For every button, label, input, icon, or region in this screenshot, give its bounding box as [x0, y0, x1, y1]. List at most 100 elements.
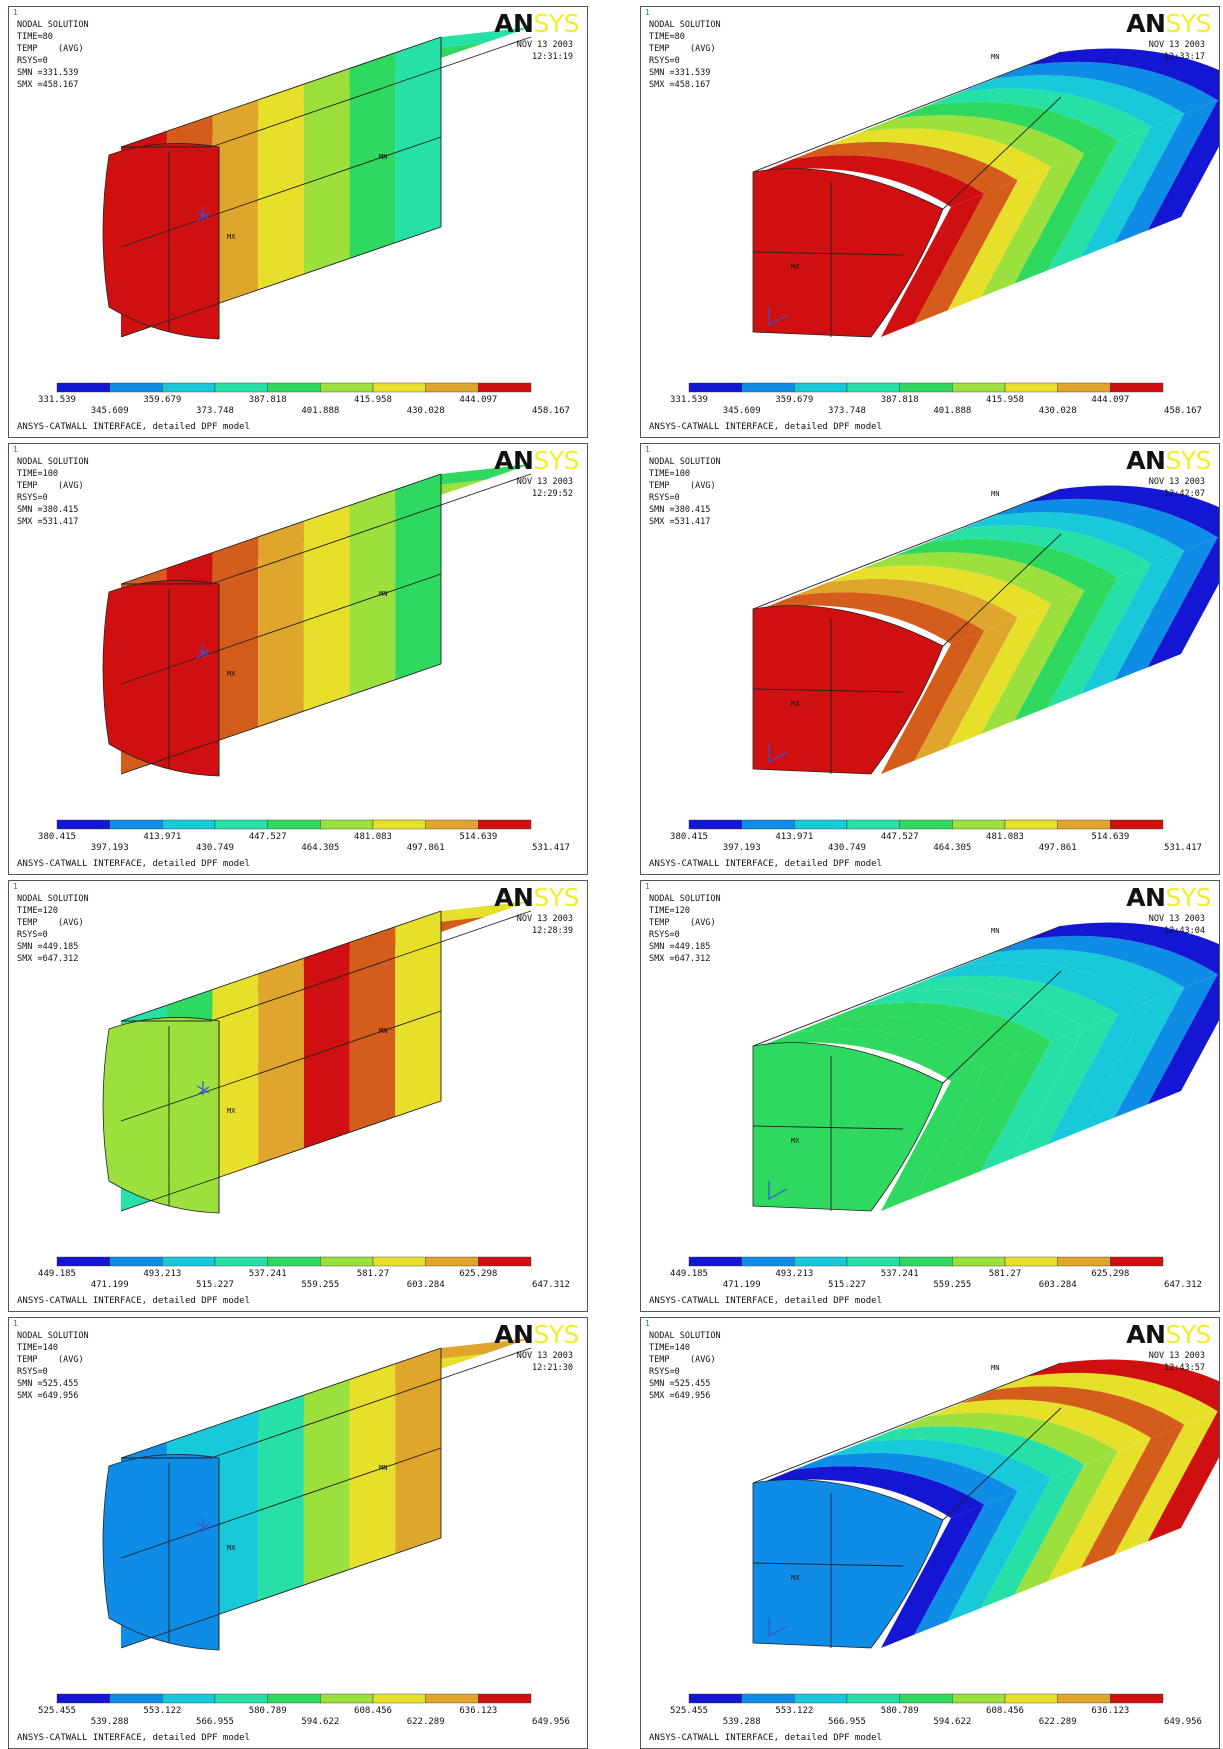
legend-swatch [846, 819, 900, 830]
legend-swatch [794, 382, 848, 393]
model-caption: ANSYS-CATWALL INTERFACE, detailed DPF mo… [649, 859, 882, 869]
nodal-solution-label: NODAL SOLUTION [17, 894, 89, 904]
legend-swatch [1004, 1256, 1058, 1267]
legend-tick-label: 580.789 [880, 1706, 919, 1716]
max-marker: MX [791, 263, 800, 271]
legend-tick-label: 594.622 [933, 1717, 972, 1727]
avg-label: (AVG) [689, 481, 716, 491]
legend-tick-label: 608.456 [354, 1706, 392, 1716]
legend-swatch [478, 1256, 532, 1267]
legend-swatch [56, 819, 110, 830]
legend-tick-label: 447.527 [248, 832, 287, 842]
model-caption: ANSYS-CATWALL INTERFACE, detailed DPF mo… [17, 1296, 250, 1306]
legend-swatch [899, 1256, 953, 1267]
time-of-day: 12:42:07 [1164, 489, 1205, 499]
legend-tick-label: 537.241 [880, 1269, 919, 1279]
curved-face-band [961, 512, 1185, 564]
legend-swatch [109, 819, 163, 830]
legend-tick-label: 581.27 [988, 1269, 1022, 1279]
logo-an: AN [494, 9, 534, 38]
time-label: TIME=120 [17, 906, 58, 916]
side-face-band [349, 489, 396, 696]
logo-an: AN [1126, 883, 1166, 912]
axis-triad-icon [196, 207, 210, 222]
smn-label: SMN =331.539 [17, 68, 79, 78]
side-face-band [258, 1395, 304, 1601]
rsys-label: RSYS=0 [17, 493, 48, 503]
corner-window-number: 1 [13, 8, 18, 17]
rsys-label: RSYS=0 [649, 493, 680, 503]
legend-swatch [688, 1256, 742, 1267]
legend-swatch [688, 819, 742, 830]
end-cap-face [102, 1454, 220, 1651]
curved-face-band [1081, 113, 1185, 258]
legend-tick-label: 449.185 [670, 1269, 708, 1279]
legend-tick-label: 514.639 [459, 832, 498, 842]
curved-face-band [1047, 1438, 1151, 1582]
date-label: NOV 13 2003 [1148, 914, 1205, 924]
time-label: TIME=80 [17, 32, 53, 42]
legend-swatch [1110, 1693, 1164, 1704]
axis-triad-icon [196, 1081, 210, 1096]
rsys-label: RSYS=0 [17, 56, 48, 66]
ansys-logo: ANSYS [1126, 448, 1211, 474]
legend-tick-label: 481.083 [354, 832, 392, 842]
end-cap-face [102, 580, 220, 777]
curved-face-band [1114, 537, 1218, 681]
side-face-band [303, 942, 350, 1149]
time-of-day: 12:43:04 [1164, 926, 1205, 936]
legend-swatch [425, 1693, 479, 1704]
curved-face-band [1081, 550, 1185, 694]
legend-swatch [794, 1256, 848, 1267]
side-face-band [349, 1363, 396, 1570]
legend-tick-label: 649.956 [1164, 1717, 1202, 1727]
mesh-lines [752, 1362, 1062, 1648]
legend-swatch [846, 1256, 900, 1267]
curved-face-band [947, 1041, 1051, 1185]
curved-face-band [1147, 1410, 1219, 1542]
rsys-label: RSYS=0 [649, 1367, 680, 1377]
legend-tick-label: 331.539 [38, 395, 76, 405]
legend-tick-label: 481.083 [986, 832, 1024, 842]
legend-swatch [267, 1256, 321, 1267]
legend-tick-label: 647.312 [532, 1280, 570, 1290]
side-face-band [395, 1348, 441, 1554]
legend-tick-label: 387.818 [248, 395, 287, 405]
legend-swatch [214, 819, 268, 830]
corner-window-number: 1 [13, 882, 18, 891]
max-marker: MX [227, 1107, 236, 1115]
smx-label: SMX =531.417 [649, 517, 711, 527]
temp-label-row: TEMP (AVG) [649, 917, 721, 929]
time-label: TIME=140 [17, 1343, 58, 1353]
nodal-solution-label: NODAL SOLUTION [17, 1331, 89, 1341]
curved-face-band [881, 193, 985, 337]
mesh-lines [120, 1347, 442, 1650]
mesh-lines [121, 473, 532, 585]
curved-face-band [1147, 536, 1219, 668]
ansys-logo: ANSYS [494, 11, 579, 37]
legend-tick-label: 397.193 [722, 843, 761, 853]
side-face-band [303, 505, 350, 712]
legend-tick-label: 515.227 [196, 1280, 234, 1290]
temp-label-row: TEMP (AVG) [649, 1354, 721, 1366]
legend-tick-label: 359.679 [775, 395, 814, 405]
model-caption: ANSYS-CATWALL INTERFACE, detailed DPF mo… [649, 1296, 882, 1306]
logo-sys: SYS [1165, 1320, 1211, 1349]
time-label: TIME=120 [649, 906, 690, 916]
legend-tick-label: 359.679 [143, 395, 182, 405]
legend-swatch [162, 819, 216, 830]
legend-swatch [267, 819, 321, 830]
legend-tick-label: 636.123 [459, 1706, 498, 1716]
legend-swatch [109, 1693, 163, 1704]
time-label: TIME=140 [649, 1343, 690, 1353]
temp-label: TEMP [17, 1355, 38, 1365]
